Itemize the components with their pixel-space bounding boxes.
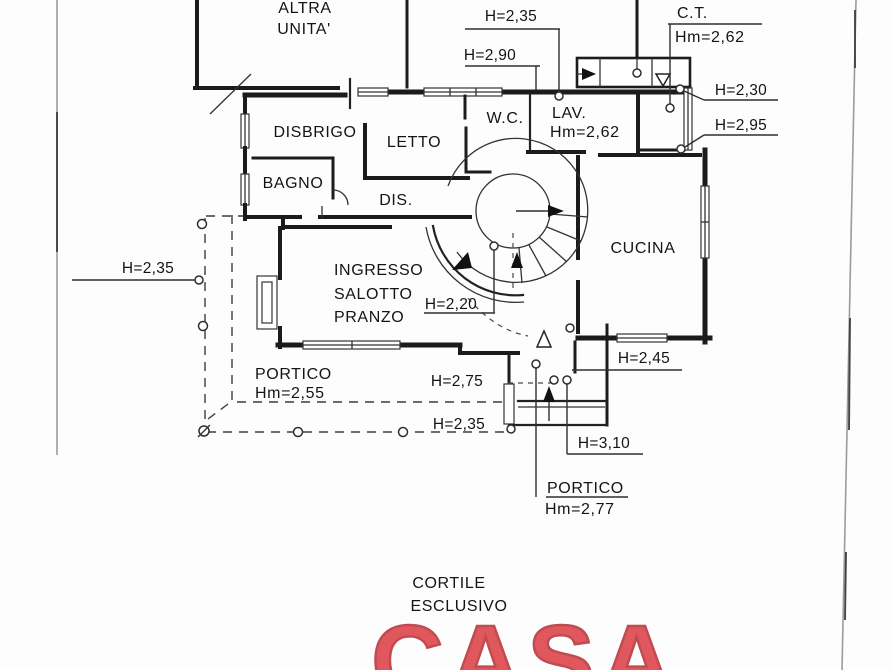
courtyard-label-2: ESCLUSIVO <box>411 598 508 615</box>
courtyard-labels: CORTILE ESCLUSIVO <box>411 575 508 615</box>
wall-right <box>636 87 710 345</box>
room-label-cucina: CUCINA <box>611 240 676 257</box>
height-label-west-235: H=2,35 <box>122 260 174 277</box>
wall-corridor-letto <box>243 94 492 230</box>
height-label-290: H=2,90 <box>464 47 516 64</box>
room-label-portico-west-height: Hm=2,55 <box>255 385 325 402</box>
room-labels: ALTRA UNITA' DISBRIGO LETTO BAGNO DIS. W… <box>255 0 745 518</box>
wall-altra-unita <box>193 0 352 115</box>
room-label-portico-south: PORTICO <box>547 480 624 497</box>
sheet-border <box>56 0 857 670</box>
height-label-245: H=2,45 <box>618 350 670 367</box>
room-label-wc: W.C. <box>486 110 523 127</box>
height-labels: H=2,35 H=2,90 H=2,30 H=2,95 H=2,35 H=2,2… <box>122 8 767 452</box>
room-label-altra-unita-1: ALTRA <box>278 0 331 17</box>
room-label-portico-west: PORTICO <box>255 366 332 383</box>
room-label-lav: LAV. <box>552 105 586 122</box>
entry-up-arrow-icon <box>543 386 555 402</box>
balcony-ct-block <box>575 56 692 89</box>
room-label-living-2: SALOTTO <box>334 286 413 303</box>
spiral-staircase <box>447 137 589 290</box>
room-label-altra-unita-2: UNITA' <box>277 21 330 38</box>
height-label-porch-235: H=2,35 <box>433 416 485 433</box>
room-label-living-1: INGRESSO <box>334 262 423 279</box>
leader-lines <box>72 23 778 498</box>
height-label-275: H=2,75 <box>431 373 483 390</box>
casa-watermark: CASA <box>371 605 678 670</box>
room-label-letto: LETTO <box>387 134 441 151</box>
height-label-230: H=2,30 <box>715 82 767 99</box>
room-label-bagno: BAGNO <box>263 175 324 192</box>
room-label-dis: DIS. <box>379 192 413 209</box>
height-label-295: H=2,95 <box>715 117 767 134</box>
entry-steps <box>503 323 609 434</box>
courtyard-label-1: CORTILE <box>412 575 485 592</box>
arrow-right-icon <box>582 68 596 80</box>
wall-top-main <box>242 0 693 98</box>
stair-up-arrow-icon <box>511 252 523 268</box>
room-label-ct-height: Hm=2,62 <box>675 29 745 46</box>
height-label-terrace-top: H=2,35 <box>485 8 537 25</box>
triangle-down-icon <box>654 73 672 88</box>
window-top-wall-2 <box>423 87 503 97</box>
height-label-stair-220: H=2,20 <box>425 296 477 313</box>
room-label-lav-height: Hm=2,62 <box>550 124 620 141</box>
wall-living <box>256 226 520 355</box>
stair-direction-arrow-icon <box>548 205 564 217</box>
wall-disbrigo-bagno <box>240 93 349 221</box>
room-label-portico-south-height: Hm=2,77 <box>545 501 615 518</box>
portico-measure-points <box>196 218 409 438</box>
window-top-wall-1 <box>357 87 389 97</box>
curve-arrow-icon <box>452 252 472 270</box>
entrance-triangle-icon <box>535 329 553 348</box>
curved-wall <box>425 224 529 337</box>
height-label-310: H=3,10 <box>578 435 630 452</box>
room-label-disbrigo: DISBRIGO <box>273 124 356 141</box>
room-label-ct: C.T. <box>677 5 708 22</box>
room-label-living-3: PRANZO <box>334 309 404 326</box>
portico-west-dashed-boundary <box>204 215 507 437</box>
